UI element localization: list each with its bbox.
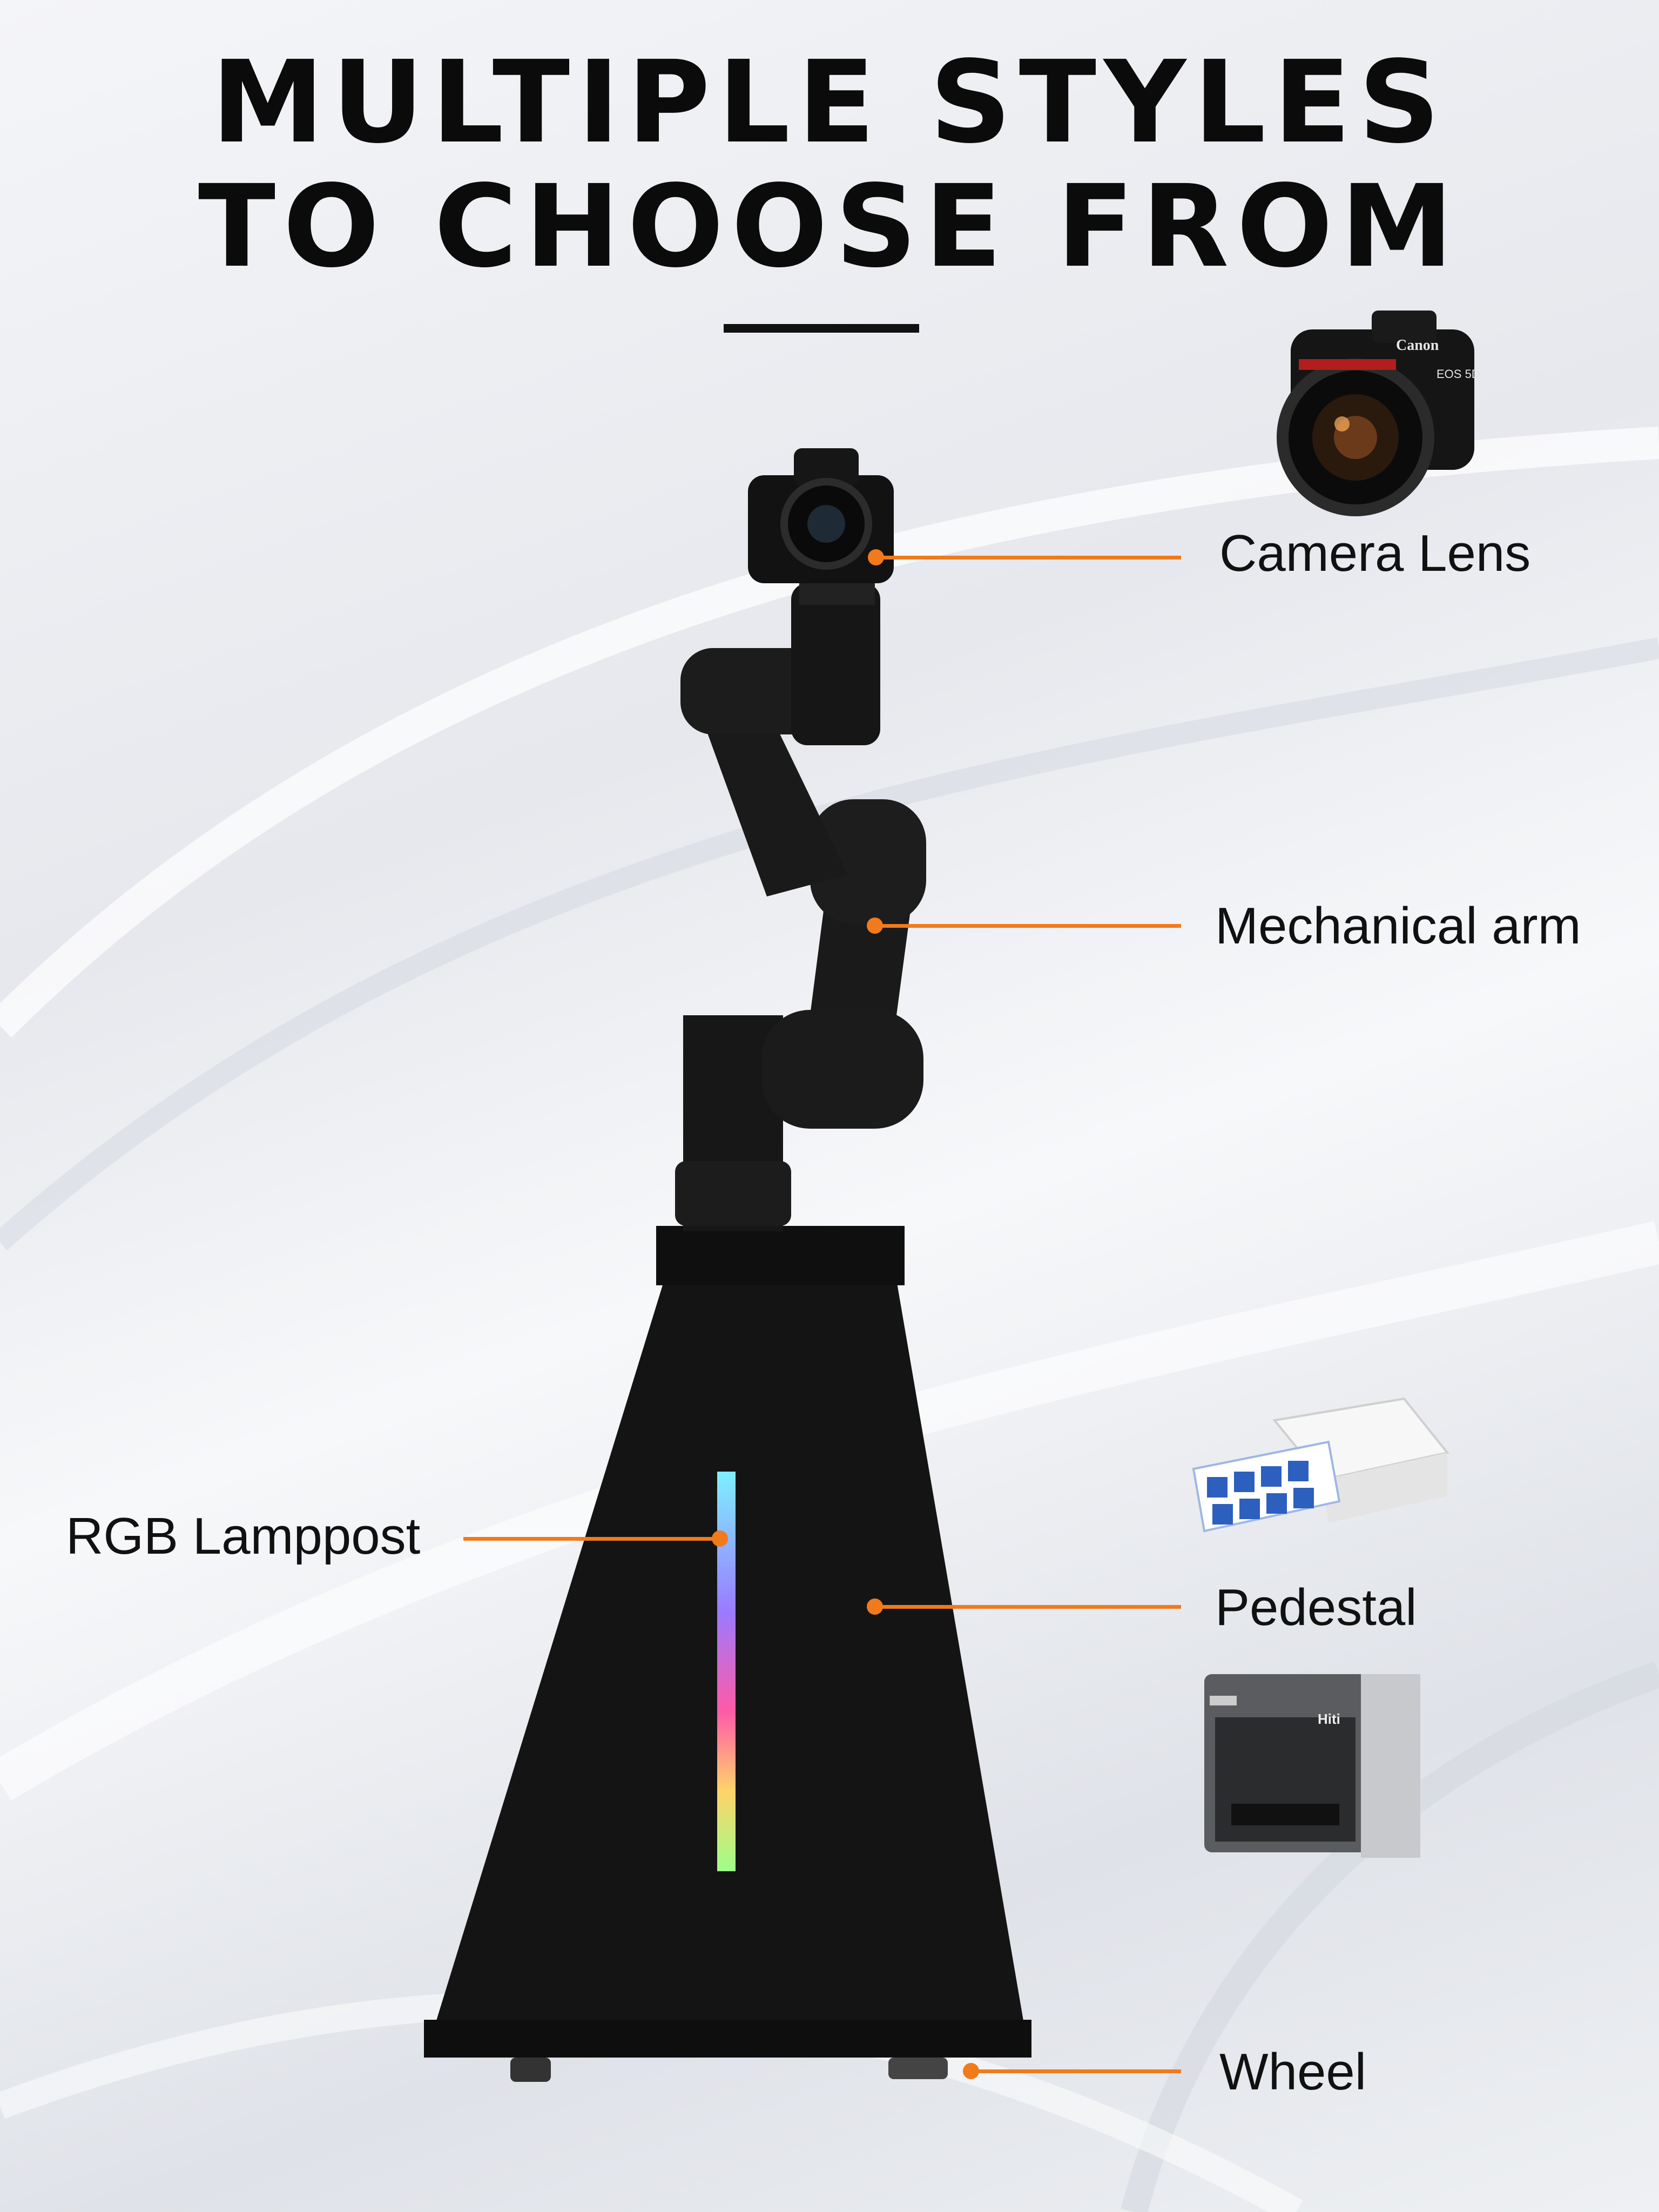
rgb-lamppost-label: RGB Lamppost xyxy=(66,1507,421,1565)
camera-lens-leader-line xyxy=(876,556,1181,559)
heading-divider xyxy=(724,324,919,333)
rgb-lamppost-leader-line xyxy=(463,1537,720,1541)
wheel-label: Wheel xyxy=(1219,2043,1367,2101)
camera-lens-label: Camera Lens xyxy=(1219,524,1531,582)
mechanical-arm-leader-line xyxy=(875,924,1181,928)
arm-joint-middle xyxy=(810,799,926,923)
pedestal-label: Pedestal xyxy=(1215,1579,1417,1636)
camera-brand-text: Canon xyxy=(1396,337,1439,354)
wheel-leader-line xyxy=(971,2069,1181,2073)
printer-brand-text: Hiti xyxy=(1318,1711,1340,1727)
rgb-lamppost-pointer-dot xyxy=(712,1530,728,1547)
arm-link-upper xyxy=(702,718,848,896)
wheel-left xyxy=(510,2058,551,2082)
arm-joint-upper xyxy=(680,648,826,734)
arm-joint-lower xyxy=(761,1010,923,1129)
camera-model-text: EOS 5D xyxy=(1437,367,1480,381)
pedestal-leader-line xyxy=(875,1605,1181,1609)
pedestal-plinth xyxy=(424,2020,1031,2058)
heading-line-2: TO CHOOSE FROM xyxy=(198,160,1461,293)
heading-line-1: MULTIPLE STYLES xyxy=(211,36,1448,168)
wheel-right xyxy=(888,2058,948,2079)
pedestal-cap xyxy=(656,1226,905,1285)
mechanical-arm-label: Mechanical arm xyxy=(1215,897,1581,955)
